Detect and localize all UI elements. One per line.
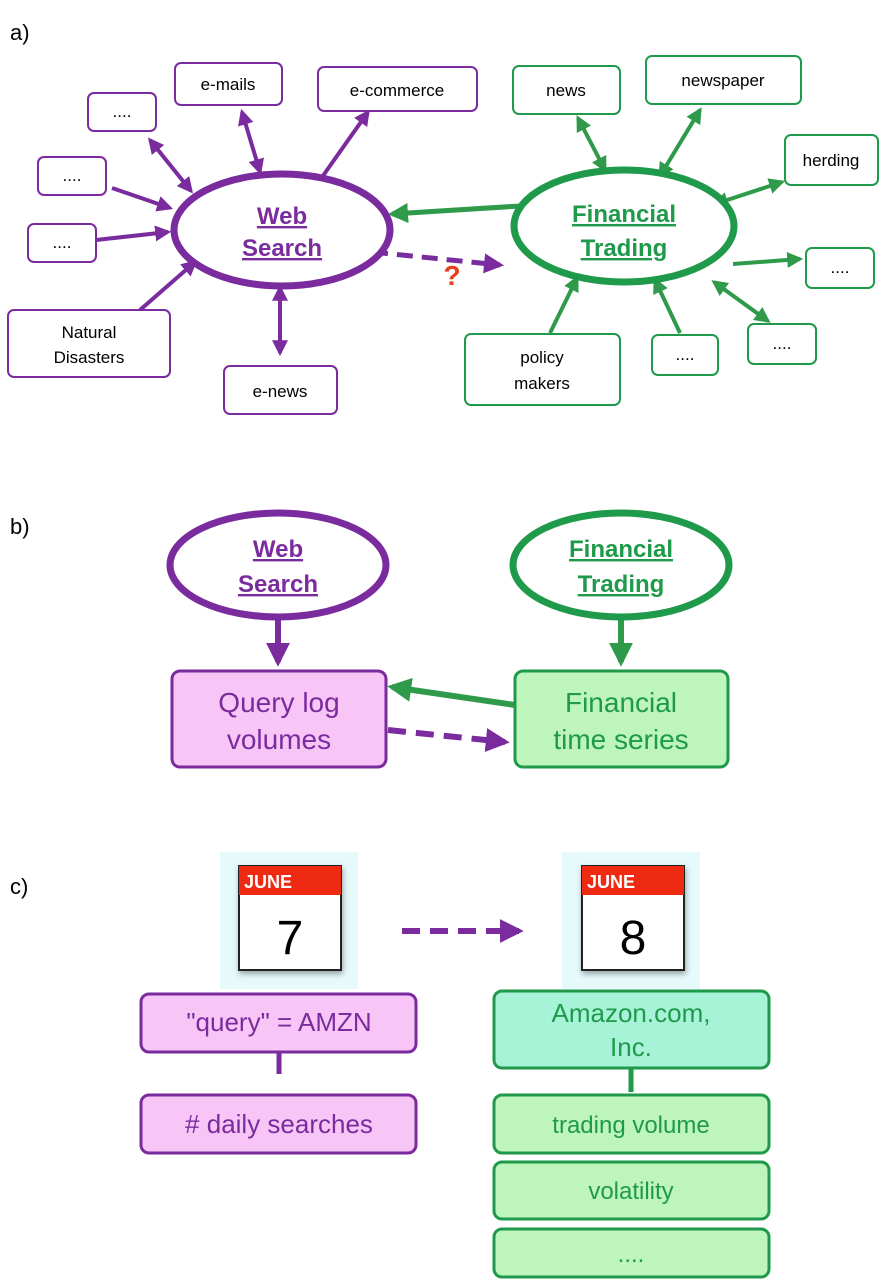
node-dots-lower-right: .... [773,334,792,353]
panel-c-label: c) [10,874,28,899]
panel-b: b) Web Search Financial Trading Query lo… [10,509,733,769]
node-newspaper: newspaper [681,71,765,90]
node-policy-2: makers [514,374,570,393]
arrow-finance-dots-right [732,251,804,268]
calendar-left-month: JUNE [244,872,292,892]
calendar-icon-left: JUNE 7 [220,852,358,989]
arrow-dots1-web [147,137,194,194]
panel-b-label: b) [10,514,30,539]
arrow-newspaper-finance [658,107,702,179]
company-line-1: Amazon.com, [552,998,711,1028]
b-web-label-1: Web [253,536,303,563]
trading-volume: trading volume [552,1112,709,1139]
b-fin-label-2: Trading [578,571,665,598]
question-mark: ? [443,260,460,291]
arrow-dots-bottom-finance [653,277,682,334]
node-herding: herding [803,151,860,170]
panel-b-web-search: Web Search [166,509,390,621]
company-line-2: Inc. [610,1032,652,1062]
financial-trading-label-1: Financial [572,201,676,228]
arrow-emails-web [238,108,264,176]
node-enews: e-news [253,382,308,401]
panel-c: c) JUNE 7 JUNE 8 "query" = AMZN # daily … [10,852,771,1279]
fin-series-line-2: time series [553,724,688,755]
panel-a-arrows [95,107,804,357]
fin-series-line-1: Financial [565,687,677,718]
volatility: volatility [588,1178,673,1205]
web-search-node: Web Search [170,170,394,290]
arrow-web-finance-dashed [371,249,504,274]
node-dots-bottom: .... [676,345,695,364]
arrow-finance-dots-lower-right [711,280,771,323]
node-dots1: .... [113,102,132,121]
panel-b-financial-trading: Financial Trading [509,509,733,621]
daily-searches: # daily searches [185,1109,373,1139]
arrow-web-ecommerce [318,109,370,182]
node-ecommerce: e-commerce [350,81,444,100]
node-dots2: .... [63,166,82,185]
arrow-disasters-web [138,259,198,312]
node-disasters-1: Natural [62,323,117,342]
financial-series-box: Financial time series [513,669,730,769]
query-log-line-1: Query log [218,687,339,718]
node-disasters-2: Disasters [54,348,125,367]
query-amzn: "query" = AMZN [186,1007,371,1037]
web-satellites: .... e-mails e-commerce .... .... Natura… [7,62,478,415]
calendar-right-month: JUNE [587,872,635,892]
left-stack: "query" = AMZN # daily searches [139,992,418,1155]
arrow-dots2-web [111,186,174,212]
web-search-label-2: Search [242,235,322,262]
arrow-policy-finance [548,275,579,334]
node-policy-1: policy [520,348,564,367]
financial-trading-label-2: Trading [581,235,668,262]
web-search-label-1: Web [257,203,307,230]
calendar-left-day: 7 [277,912,304,965]
right-stack: Amazon.com, Inc. trading volume volatili… [492,989,771,1279]
arrow-query-series-dashed [387,727,510,752]
arrow-series-query [387,677,516,708]
arrow-finance-web [388,203,521,223]
b-web-label-2: Search [238,571,318,598]
panel-a-label: a) [10,20,30,45]
node-dots3: .... [53,233,72,252]
query-log-line-2: volumes [227,724,331,755]
query-log-box: Query log volumes [170,669,388,769]
arrow-news-finance [576,115,607,173]
panel-a: a) Web Search Finan [7,20,879,415]
node-emails: e-mails [201,75,256,94]
calendar-right-day: 8 [620,912,647,965]
arrow-dots3-web [95,225,172,242]
finance-satellites: news newspaper herding .... .... .... po… [464,55,879,406]
financial-trading-node: Financial Trading [510,166,738,286]
calendar-icon-right: JUNE 8 [562,852,700,989]
node-dots-right: .... [831,258,850,277]
dots-more: .... [618,1241,645,1268]
b-fin-label-1: Financial [569,536,673,563]
node-news: news [546,81,586,100]
